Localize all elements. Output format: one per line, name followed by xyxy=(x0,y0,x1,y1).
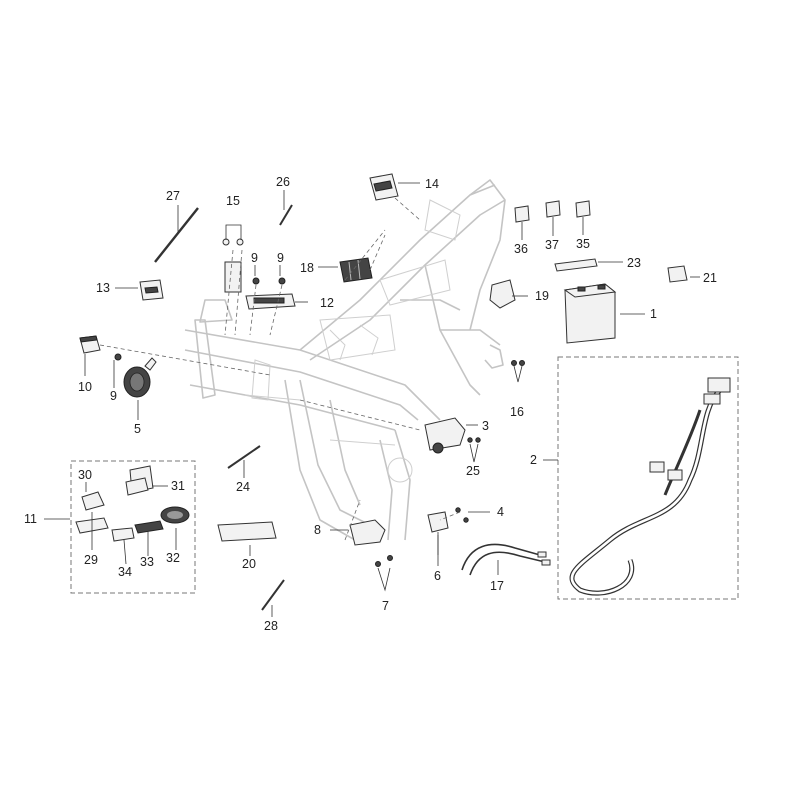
callout-18: 18 xyxy=(300,261,314,275)
callout-31: 31 xyxy=(171,479,185,493)
callout-2: 2 xyxy=(530,453,537,467)
screws-part-16 xyxy=(511,360,525,366)
callout-3: 3 xyxy=(482,419,489,433)
callout-20: 20 xyxy=(242,557,256,571)
callout-4: 4 xyxy=(497,505,504,519)
bolts-part-9 xyxy=(114,277,286,361)
screws-part-7 xyxy=(375,555,393,567)
bracket-part-19 xyxy=(489,279,516,309)
callout-13: 13 xyxy=(96,281,110,295)
horn-part xyxy=(123,357,157,398)
lock-set-part-11 xyxy=(70,460,196,594)
callout-28: 28 xyxy=(264,619,278,633)
screws-part-25 xyxy=(467,437,481,443)
callout-30: 30 xyxy=(78,468,92,482)
callout-35: 35 xyxy=(576,237,590,251)
relay-part-21 xyxy=(667,265,688,283)
callout-7: 7 xyxy=(382,599,389,613)
callout-25: 25 xyxy=(466,464,480,478)
wiring-harness-part xyxy=(569,377,731,596)
rod-part-28 xyxy=(261,579,285,611)
pin-part-26 xyxy=(279,204,293,226)
callout-1: 1 xyxy=(650,307,657,321)
motorcycle-frame xyxy=(184,179,506,541)
callout-11: 11 xyxy=(24,512,37,526)
callout-15: 15 xyxy=(226,194,240,208)
callout-17: 17 xyxy=(490,579,504,593)
cover-part-20 xyxy=(217,521,277,542)
fuse-block-part-18 xyxy=(339,257,373,283)
connector-part-13 xyxy=(139,279,164,301)
leader-lines xyxy=(44,182,700,617)
assembly-lines xyxy=(99,197,739,600)
battery-strap-part-23 xyxy=(554,258,598,272)
relay-part-10 xyxy=(79,335,101,354)
bolts-part-15 xyxy=(222,238,244,293)
battery-part xyxy=(563,283,617,344)
callout-9-left-bolt: 9 xyxy=(251,251,258,265)
callout-9-horn-bolt: 9 xyxy=(110,389,117,403)
callout-numbers: 1 2 3 4 5 6 7 8 9 9 9 10 11 12 13 14 15 … xyxy=(24,175,717,633)
callout-37: 37 xyxy=(545,238,559,252)
rod-part-24 xyxy=(227,445,261,469)
callout-12: 12 xyxy=(320,296,334,310)
callout-19: 19 xyxy=(535,289,549,303)
screws-part-4 xyxy=(455,507,469,523)
callout-21: 21 xyxy=(703,271,717,285)
callout-16: 16 xyxy=(510,405,524,419)
callout-27: 27 xyxy=(166,189,180,203)
callout-29: 29 xyxy=(84,553,98,567)
callout-36: 36 xyxy=(514,242,528,256)
parts xyxy=(70,173,731,611)
callout-10: 10 xyxy=(78,380,92,394)
callout-6: 6 xyxy=(434,569,441,583)
fuse-parts xyxy=(514,200,591,223)
callout-26: 26 xyxy=(276,175,290,189)
callout-14: 14 xyxy=(425,177,439,191)
callout-8: 8 xyxy=(314,523,321,537)
callout-5: 5 xyxy=(134,422,141,436)
callout-24: 24 xyxy=(236,480,250,494)
tie-part-27 xyxy=(154,207,199,263)
callout-33: 33 xyxy=(140,555,154,569)
callout-23: 23 xyxy=(627,256,641,270)
callout-32: 32 xyxy=(166,551,180,565)
cable-part-17 xyxy=(461,543,551,576)
relay-connector-part-14 xyxy=(369,173,399,201)
callout-34: 34 xyxy=(118,565,132,579)
bracket-part-8 xyxy=(349,519,386,546)
bracket-part-3 xyxy=(424,417,466,454)
callout-9-right-bolt: 9 xyxy=(277,251,284,265)
